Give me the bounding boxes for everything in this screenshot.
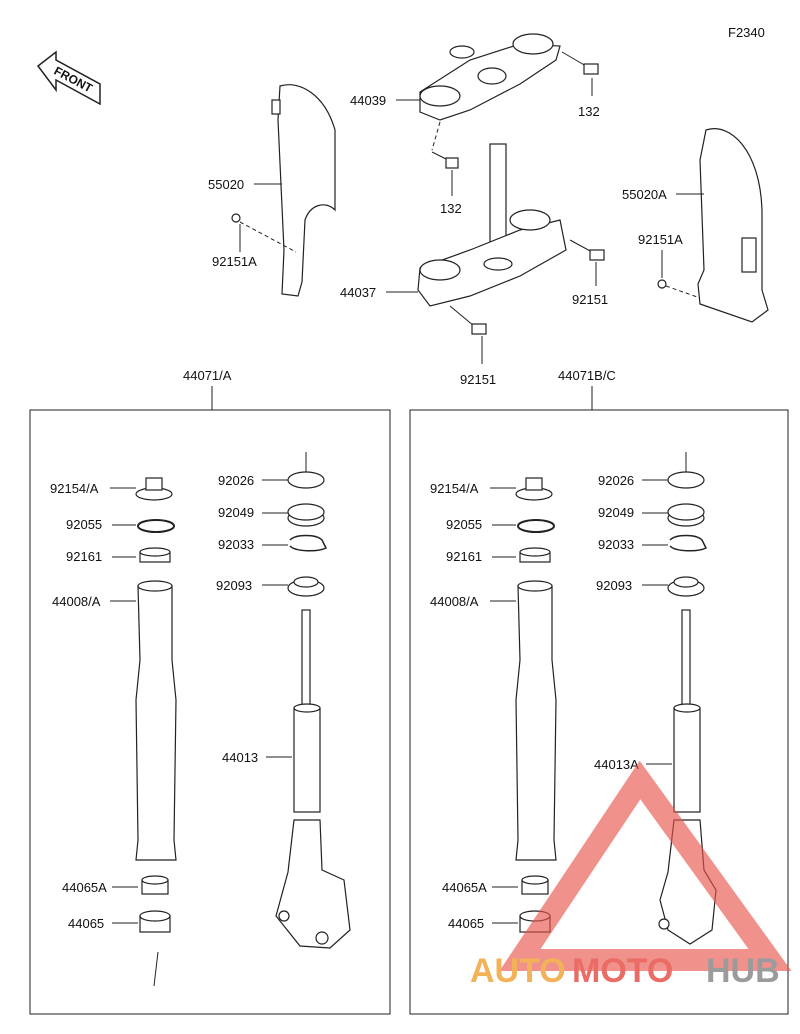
label-55020A: 55020A (622, 187, 667, 202)
watermark-auto: AUTO (470, 952, 566, 990)
label-seal1: 92026 (598, 473, 634, 488)
label-cap: 92154/A (430, 481, 479, 496)
retaining-clip (669, 534, 708, 552)
group-title: 44071/A (183, 368, 232, 383)
fork-slider (658, 609, 717, 945)
label-b1: 44065A (442, 880, 487, 895)
fork-group-right: 44071B/C 92154/A 92055 92161 44008/A 440… (409, 368, 789, 1015)
label-seal2: 92049 (598, 505, 634, 520)
label-clip: 92033 (218, 537, 254, 552)
oil-seal (667, 503, 705, 527)
fork-guard-right (697, 128, 769, 323)
label-oring: 92055 (446, 517, 482, 532)
fork-cap-bolt (135, 477, 173, 501)
bushing-a (141, 875, 169, 895)
label-tube: 44008/A (430, 594, 479, 609)
label-92151A-left: 92151A (212, 254, 257, 269)
label-55020: 55020 (208, 177, 244, 192)
bolt-icon (449, 305, 487, 335)
label-cap: 92154/A (50, 481, 99, 496)
label-seal2: 92049 (218, 505, 254, 520)
bolt-icon (561, 51, 599, 75)
dust-seal (287, 471, 325, 489)
label-seal1: 92026 (218, 473, 254, 488)
label-132-right: 132 (578, 104, 600, 119)
fork-tube (515, 580, 557, 861)
group-title: 44071B/C (558, 368, 616, 383)
label-seal3: 92093 (216, 578, 252, 593)
screw-icon (657, 279, 701, 299)
label-92151A-right: 92151A (638, 232, 683, 247)
seal-washer (287, 576, 325, 597)
label-oring: 92055 (66, 517, 102, 532)
o-ring (137, 519, 175, 533)
label-clip: 92033 (598, 537, 634, 552)
fork-group-left: 44071/A 92154/A 92055 92161 44008/A 4406… (29, 368, 391, 1015)
label-ring: 92161 (446, 549, 482, 564)
diagram-code: F2340 (728, 25, 765, 40)
fork-cap-bolt (515, 477, 553, 501)
retaining-clip (289, 534, 328, 552)
spacer-ring (519, 547, 551, 563)
screw-icon (231, 213, 297, 253)
fork-slider (275, 609, 351, 949)
watermark-hub: HUB (706, 952, 780, 990)
label-92151-right: 92151 (572, 292, 608, 307)
dust-seal (667, 471, 705, 489)
bolt-icon (569, 239, 605, 261)
label-b2: 44065 (448, 916, 484, 931)
label-slider: 44013 (222, 750, 258, 765)
watermark-moto: MOTO (572, 952, 673, 990)
bushing-b (139, 910, 171, 933)
label-132-mid: 132 (440, 201, 462, 216)
bushing-a (521, 875, 549, 895)
label-44037: 44037 (340, 285, 376, 300)
upper-triple-clamp (419, 33, 561, 121)
label-92151-bottom: 92151 (460, 372, 496, 387)
label-tube: 44008/A (52, 594, 101, 609)
oil-seal (287, 503, 325, 527)
label-b1: 44065A (62, 880, 107, 895)
label-seal3: 92093 (596, 578, 632, 593)
seal-washer (667, 576, 705, 597)
steering-stem-lower-clamp (417, 143, 567, 307)
front-arrow-icon: FRONT (36, 50, 101, 106)
spacer-ring (139, 547, 171, 563)
automotohub-watermark: AUTO MOTO HUB (470, 760, 792, 990)
o-ring (517, 519, 555, 533)
label-ring: 92161 (66, 549, 102, 564)
bolt-icon (431, 151, 459, 169)
label-slider: 44013A (594, 757, 639, 772)
fork-guard-left (271, 84, 336, 297)
fork-tube (135, 580, 177, 861)
label-b2: 44065 (68, 916, 104, 931)
label-44039: 44039 (350, 93, 386, 108)
